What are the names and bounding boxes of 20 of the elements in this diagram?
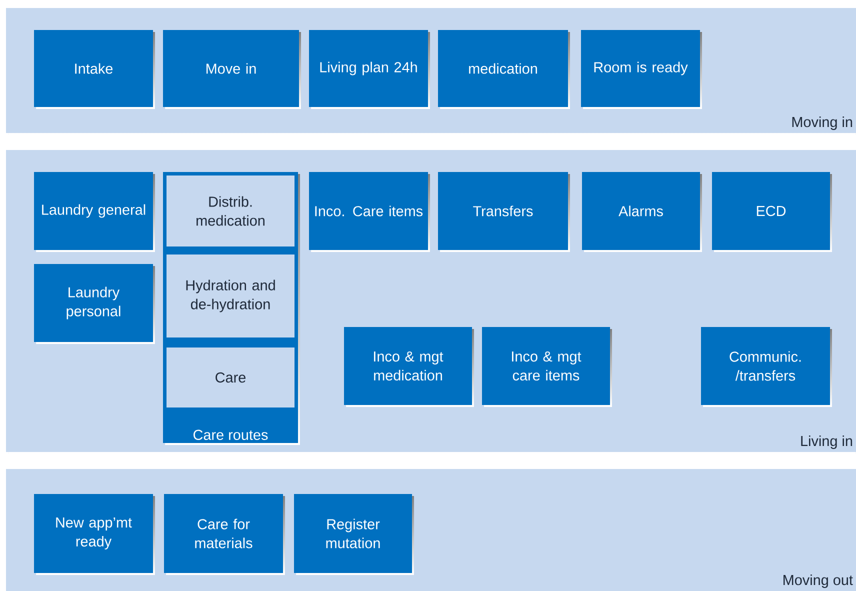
process-box: New app’mt ready [34, 494, 155, 575]
process-box: Communic. /transfers [701, 327, 832, 407]
process-box: Care for materials [164, 494, 285, 575]
process-box: Care [166, 346, 296, 408]
process-box: Laundry personal [34, 264, 155, 344]
process-box: Inco & mgt care items [482, 327, 612, 407]
process-box: ECD [712, 172, 832, 252]
process-box: Hydration and de-hydration [166, 254, 296, 338]
process-box: Inco & mgt medication [344, 327, 474, 407]
process-box: Intake [34, 30, 155, 109]
process-box: Move in [163, 30, 301, 109]
process-box: Register mutation [294, 494, 414, 575]
process-box: Alarms [582, 172, 702, 252]
process-box: Room is ready [581, 30, 702, 109]
process-box: medication [438, 30, 570, 109]
process-box: Inco. Care items [309, 172, 430, 252]
process-box: Distrib. medication [166, 174, 296, 248]
process-box: Laundry general [34, 172, 155, 252]
process-box: Transfers [438, 172, 570, 252]
process-box: Living plan 24h [309, 30, 430, 109]
